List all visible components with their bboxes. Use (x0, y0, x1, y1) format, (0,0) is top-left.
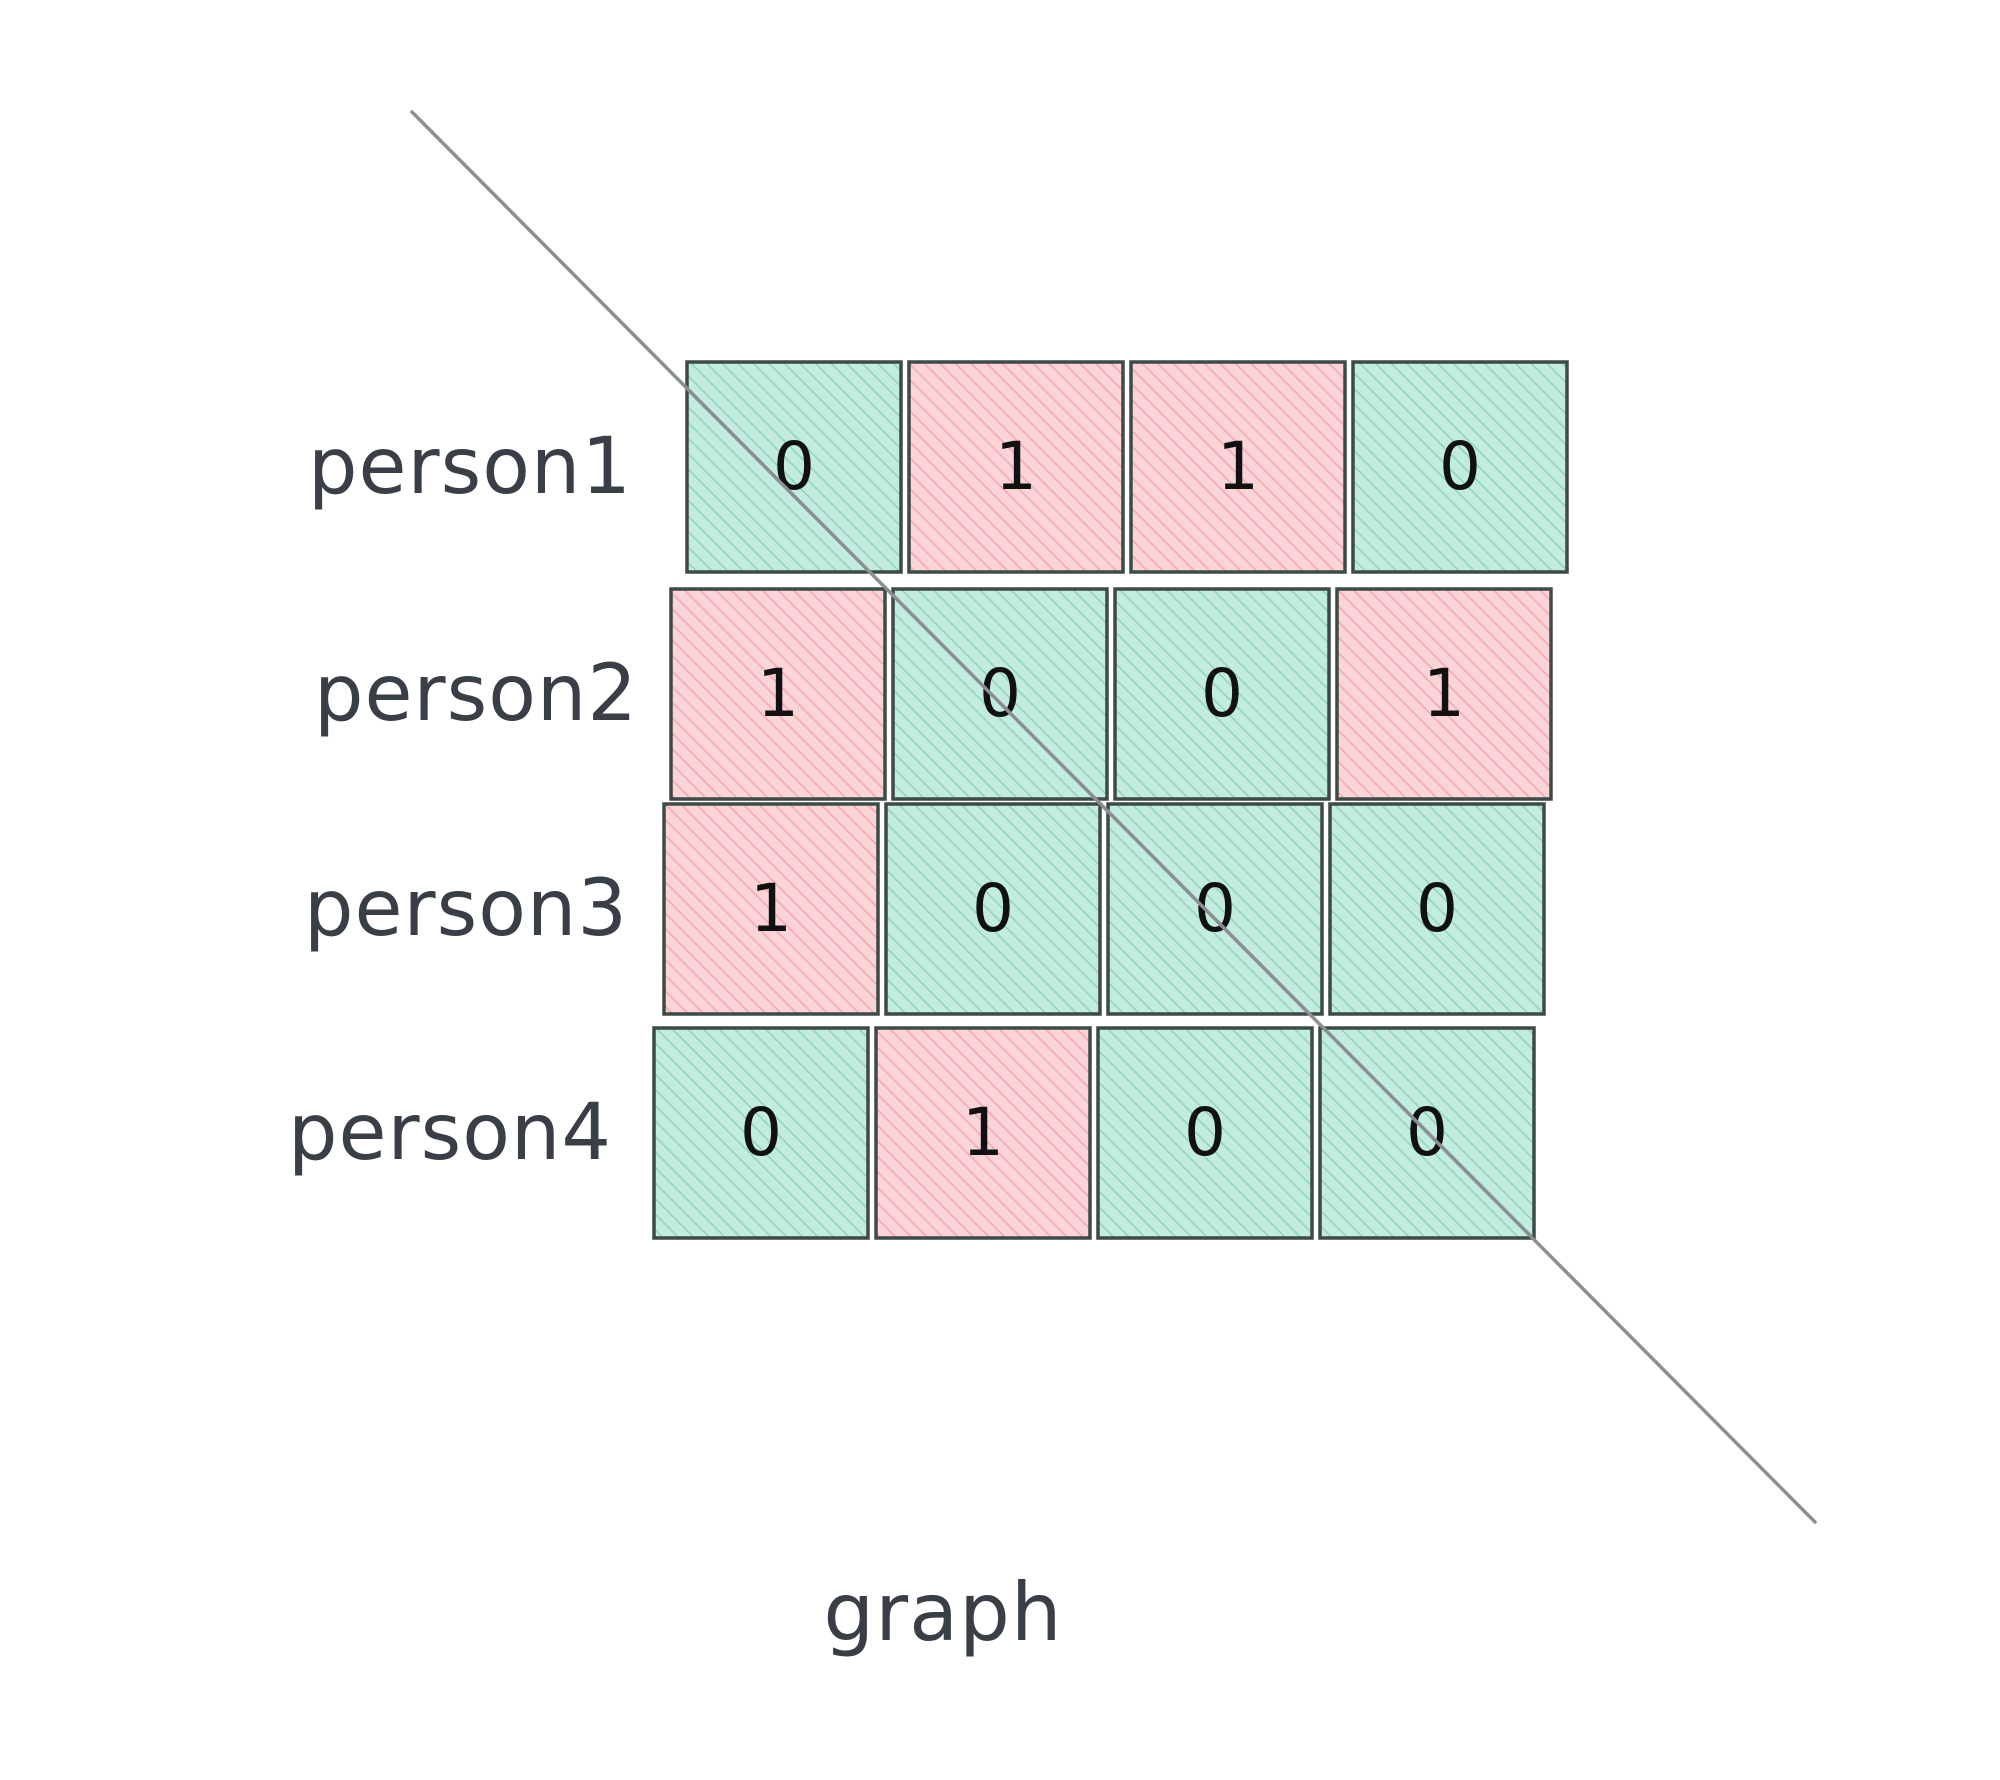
matrix-cell-r2-c2: 0 (891, 587, 1109, 801)
cell-value: 0 (740, 1094, 782, 1171)
cell-box (1129, 360, 1347, 574)
matrix-cell-r2-c3: 0 (1113, 587, 1331, 801)
row-label-1: person1 (308, 422, 632, 512)
cell-box (1335, 587, 1553, 801)
row-label-3: person3 (304, 864, 628, 954)
cell-box (662, 802, 880, 1016)
cell-box (1106, 802, 1324, 1016)
cell-value: 1 (962, 1094, 1004, 1171)
matrix-cell-r2-c4: 1 (1335, 587, 1553, 801)
matrix-cell-r4-c3: 0 (1096, 1026, 1314, 1240)
cell-value: 1 (750, 870, 792, 947)
cell-box (874, 1026, 1092, 1240)
matrix-cell-r3-c2: 0 (884, 802, 1102, 1016)
matrix-cell-r1-c1: 0 (685, 360, 903, 574)
cell-value: 1 (995, 428, 1037, 505)
cell-box (669, 587, 887, 801)
cell-box (1328, 802, 1546, 1016)
cell-value: 0 (1201, 655, 1243, 732)
cell-box (685, 360, 903, 574)
cell-value: 0 (773, 428, 815, 505)
graph-caption: graph (823, 1566, 1062, 1659)
cell-box (1096, 1026, 1314, 1240)
cell-value: 0 (1439, 428, 1481, 505)
cell-box (884, 802, 1102, 1016)
diagonal-line (410, 110, 1817, 1524)
cell-box (907, 360, 1125, 574)
matrix-cell-r4-c2: 1 (874, 1026, 1092, 1240)
matrix-cell-r3-c1: 1 (662, 802, 880, 1016)
cell-box (652, 1026, 870, 1240)
cell-box (1113, 587, 1331, 801)
cell-value: 1 (1217, 428, 1259, 505)
matrix-cell-r4-c1: 0 (652, 1026, 870, 1240)
cell-value: 0 (1184, 1094, 1226, 1171)
matrix-cells: 0110100110000100 (652, 360, 1569, 1240)
row-label-4: person4 (288, 1088, 612, 1178)
cell-value: 0 (979, 655, 1021, 732)
cell-box (1351, 360, 1569, 574)
matrix-cell-r1-c2: 1 (907, 360, 1125, 574)
row-labels: person1 person2 person3 person4 (288, 422, 638, 1178)
matrix-cell-r2-c1: 1 (669, 587, 887, 801)
cell-value: 1 (1423, 655, 1465, 732)
matrix-cell-r1-c4: 0 (1351, 360, 1569, 574)
cell-value: 0 (1416, 870, 1458, 947)
cell-value: 0 (972, 870, 1014, 947)
cell-value: 1 (757, 655, 799, 732)
matrix-cell-r3-c3: 0 (1106, 802, 1324, 1016)
cell-box (891, 587, 1109, 801)
matrix-cell-r1-c3: 1 (1129, 360, 1347, 574)
matrix-cell-r3-c4: 0 (1328, 802, 1546, 1016)
row-label-2: person2 (314, 649, 638, 739)
